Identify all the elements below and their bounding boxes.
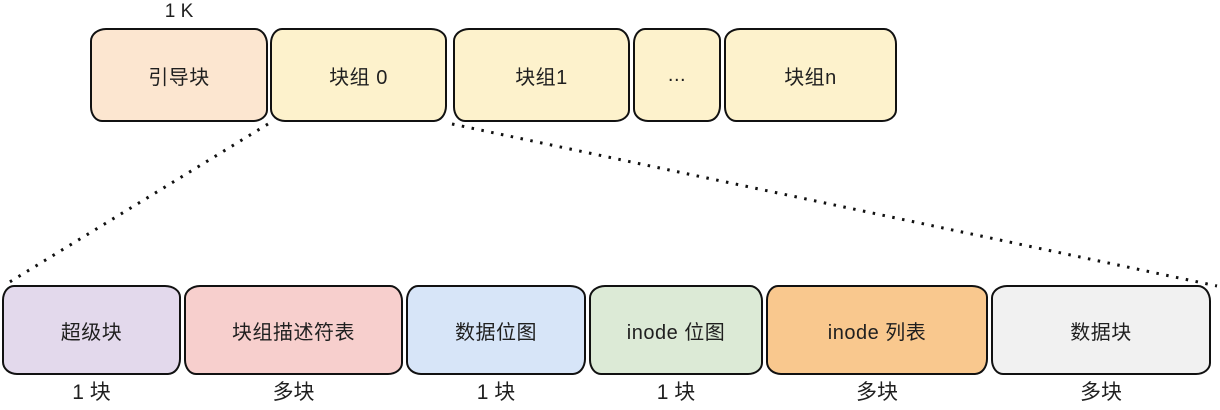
block-inode-bitmap: inode 位图	[589, 285, 763, 375]
block-data-bitmap: 数据位图	[406, 285, 586, 375]
data-bitmap-size-label: 1 块	[476, 381, 516, 404]
block-group-n: 块组n	[724, 28, 897, 122]
connector-line-left	[7, 122, 269, 285]
block-group-1: 块组1	[453, 28, 630, 122]
block-inode-list: inode 列表	[766, 285, 988, 375]
inode-bitmap-size-label: 1 块	[656, 381, 696, 404]
block-group-0: 块组 0	[270, 28, 447, 122]
group-descriptor-table-size-label: 多块	[272, 381, 315, 404]
block-boot: 引导块	[90, 28, 268, 122]
block-group-ellipsis: ...	[633, 28, 721, 122]
block-data-blocks: 数据块	[991, 285, 1211, 375]
superblock-size-label: 1 块	[72, 381, 111, 404]
connector-line-right	[451, 122, 1218, 288]
inode-list-size-label: 多块	[856, 381, 898, 404]
block-superblock: 超级块	[2, 285, 181, 375]
boot-block-size-label: 1 K	[164, 1, 194, 22]
data-blocks-size-label: 多块	[1080, 381, 1122, 404]
block-group-descriptor-table: 块组描述符表	[184, 285, 403, 375]
